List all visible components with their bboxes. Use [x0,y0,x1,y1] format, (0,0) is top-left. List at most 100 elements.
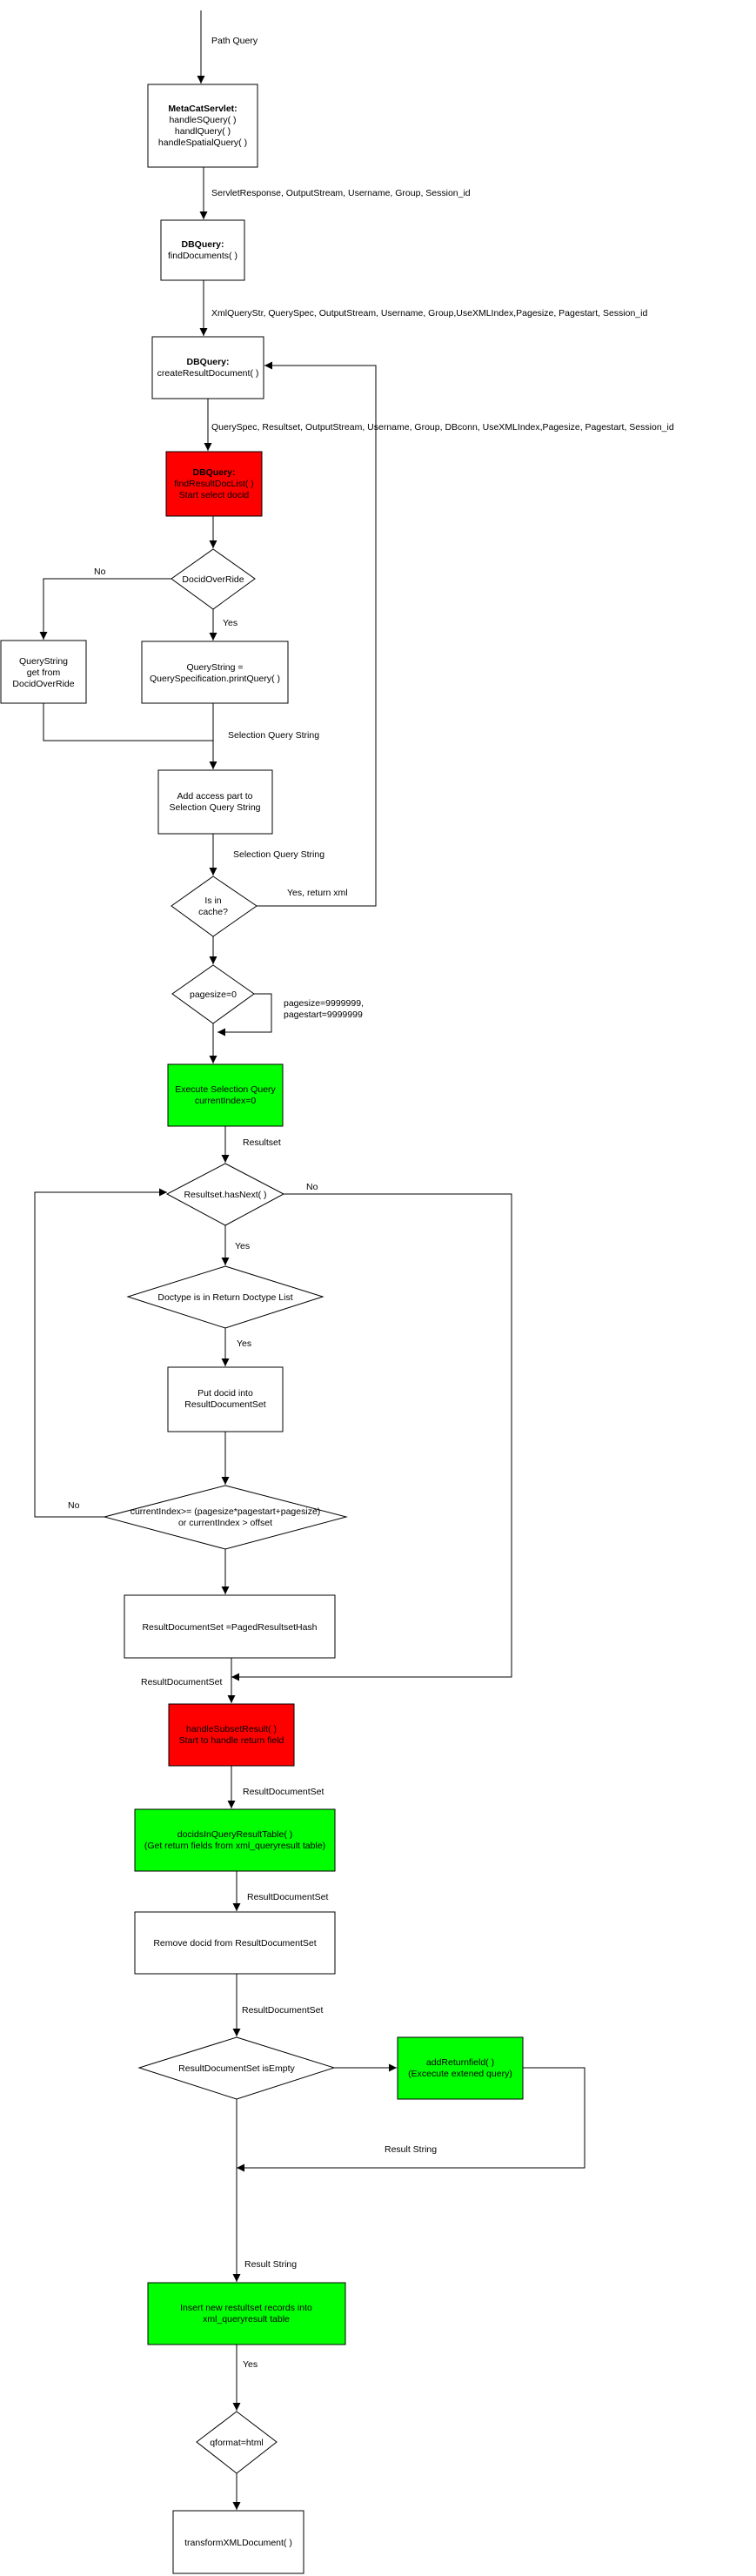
querystring-override-line-2: get from [27,667,61,678]
transform-xml-label: transformXMLDocument( ) [184,2538,292,2548]
edge-label-resultdocset-4: ResultDocumentSet [242,2005,323,2016]
edge-label-resultset: Resultset [243,1137,281,1148]
edge-override-join [43,703,213,741]
edge-label-create-params: QuerySpec, Resultset, OutputStream, User… [211,422,674,433]
index-line-1: currentIndex>= (pagesize*pagestart+pages… [130,1506,321,1517]
nodes [0,84,524,2574]
doctype-label: Doctype is in Return Doctype List [157,1292,292,1303]
edge-label-cache-yes: Yes, return xml [287,888,348,898]
dbquery-create-box [151,336,264,399]
edge-label-hasnext-yes: Yes [235,1241,250,1251]
edge-hasnext-no [231,1193,512,1681]
querystring-print-box [141,641,289,704]
querystring-override-line-1: QueryString [19,656,68,667]
edge-pagesize-loop [217,993,272,1036]
edge-label-path-query: Path Query [211,36,258,46]
edge-label-hasnext-no: No [306,1182,318,1192]
pagesize-label: pagesize=0 [190,989,237,1000]
metacat-servlet-line-2: handlQuery( ) [175,126,231,137]
edge-addreturn-back [237,2067,585,2172]
dbquery-findresult-title: DBQuery: [192,467,235,478]
querystring-override-line-3: DocidOverRide [12,679,74,689]
dbquery-find-box [160,219,245,281]
cache-line-2: cache? [198,907,228,917]
insert-records-line-2: xml_queryresult table [203,2314,290,2324]
add-return-field-line-2: (Excecute extened query) [408,2069,512,2079]
edge-label-pagesize-2: pagestart=9999999 [284,1010,363,1020]
edge-override-no [39,578,174,640]
put-docid-box [167,1366,284,1432]
add-return-field-line-1: addReturnfield( ) [426,2057,494,2068]
dbquery-create-title: DBQuery: [186,357,229,367]
qformat-diamond [196,2411,278,2474]
metacat-servlet-box [147,84,258,168]
docids-in-table-line-2: (Get return fields from xml_queryresult … [144,1841,325,1851]
doctype-diamond [126,1265,324,1329]
execute-query-box [167,1063,284,1127]
edge-label-override-no: No [94,567,106,577]
paged-resultset-label: ResultDocumentSet =PagedResultsetHash [142,1622,317,1633]
docid-override-diamond [171,548,256,610]
index-diamond [103,1485,348,1550]
add-access-line-1: Add access part to [177,791,253,802]
docids-in-table-line-1: docidsInQueryResultTable( ) [177,1829,292,1840]
hasnext-diamond [165,1163,285,1226]
execute-query-line-2: currentIndex=0 [195,1096,256,1106]
transform-xml-box [172,2510,304,2574]
edge-labels: Path Query ServletResponse, OutputStream… [68,36,674,2370]
docids-in-table-box [134,1808,336,1872]
paged-resultset-box [124,1594,336,1659]
resultdocset-empty-label: ResultDocumentSet isEmpty [178,2063,295,2074]
edge-label-servlet-params: ServletResponse, OutputStream, Username,… [211,188,471,198]
insert-records-line-1: Insert new restultset records into [180,2303,312,2313]
edge-label-override-yes: Yes [223,618,238,628]
dbquery-findresult-box [165,451,263,517]
remove-docid-label: Remove docid from ResultDocumentSet [153,1938,316,1949]
qformat-label: qformat=html [210,2438,264,2448]
handle-subset-line-2: Start to handle return field [179,1735,284,1746]
edge-label-resultdocset-3: ResultDocumentSet [247,1892,328,1902]
querystring-print-line-2: QuerySpecification.printQuery( ) [150,674,280,684]
edge-cache-yes-loop [257,361,377,907]
edge-label-resultdocset-1: ResultDocumentSet [141,1677,222,1687]
metacat-servlet-line-1: handleSQuery( ) [169,115,236,125]
handle-subset-box [168,1703,295,1767]
cache-diamond [171,875,258,937]
execute-query-line-1: Execute Selection Query [175,1084,276,1095]
edge-label-pagesize-1: pagesize=9999999, [284,998,364,1009]
metacat-servlet-line-3: handleSpatialQuery( ) [158,138,247,148]
edge-label-selection-2: Selection Query String [233,849,324,860]
resultdocset-empty-diamond [137,2036,336,2100]
dbquery-findresult-line-2: Start select docid [179,490,250,500]
edge-label-insert-yes: Yes [243,2359,258,2370]
handle-subset-line-1: handleSubsetResult( ) [186,1724,277,1734]
node-labels: MetaCatServlet: handleSQuery( ) handlQue… [12,104,512,2548]
connectors [34,10,585,2510]
add-return-field-box [397,2036,524,2100]
docid-override-label: DocidOverRide [182,574,244,585]
edge-label-selection-1: Selection Query String [228,730,319,741]
edge-label-doctype-yes: Yes [237,1338,251,1349]
edge-label-index-no: No [68,1500,80,1511]
hasnext-label: Resultset.hasNext( ) [184,1190,266,1200]
dbquery-find-title: DBQuery: [181,239,224,250]
edge-label-resultdocset-2: ResultDocumentSet [243,1787,324,1797]
edge-label-result-string-2: Result String [244,2259,297,2270]
querystring-print-line-1: QueryString = [186,662,243,673]
put-docid-line-2: ResultDocumentSet [184,1399,265,1410]
edge-label-result-string-1: Result String [385,2144,437,2155]
pagesize-diamond [171,964,255,1024]
add-access-box [157,769,273,835]
edge-label-find-params: XmlQueryStr, QuerySpec, OutputStream, Us… [211,308,647,319]
dbquery-findresult-line-1: findResultDocList( ) [174,479,254,489]
dbquery-find-line-1: findDocuments( ) [168,251,238,261]
index-line-2: or currentIndex > offset [178,1518,272,1528]
querystring-override-box [0,640,87,704]
edge-index-no-loop [34,1188,167,1518]
put-docid-line-1: Put docid into [197,1388,253,1399]
cache-line-1: Is in [204,896,221,906]
metacat-servlet-title: MetaCatServlet: [168,104,237,114]
insert-records-box [147,2282,346,2345]
remove-docid-box [134,1911,336,1975]
